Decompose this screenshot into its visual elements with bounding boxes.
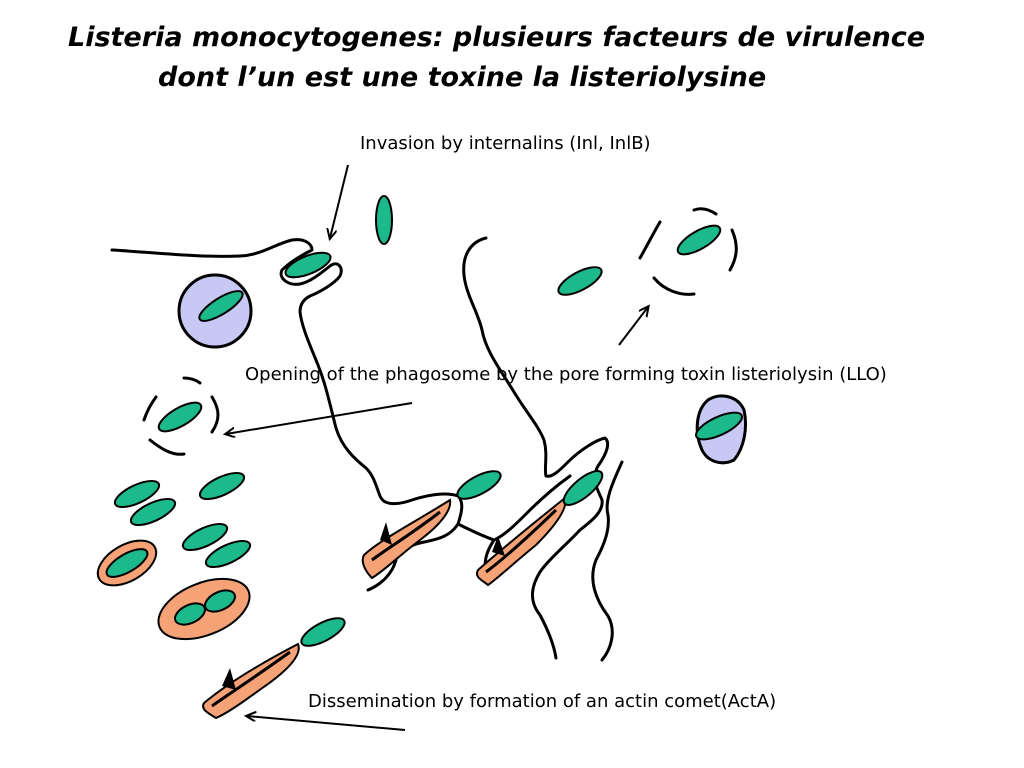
- actin-comet-2: [476, 470, 604, 587]
- slide-title: Listeria monocytogenes: plusieurs facteu…: [0, 18, 1024, 98]
- bacterium-cytoplasm-3: [198, 471, 246, 501]
- phagosome-lysed-left: [142, 376, 220, 456]
- cell-membrane-middle: [462, 236, 610, 660]
- arrow-phagosome-left: [226, 402, 413, 434]
- bacterium-cytoplasm-1: [113, 479, 161, 509]
- bacterium-free-1: [375, 195, 393, 245]
- arrow-invasion: [330, 164, 349, 238]
- dividing-cell-large: [157, 577, 251, 641]
- cell-membrane-lower-right: [366, 558, 398, 592]
- title-line-1: Listeria monocytogenes: plusieurs facteu…: [68, 22, 926, 53]
- vacuole-right: [695, 394, 748, 465]
- cell-membrane-protrusion-right: [456, 474, 572, 542]
- label-phagosome: Opening of the phagosome by the pore for…: [245, 364, 887, 385]
- label-dissemination: Dissemination by formation of an actin c…: [308, 691, 777, 712]
- bacterium-released-left: [157, 401, 203, 433]
- bacterium-cytoplasm-4: [181, 522, 229, 552]
- title-line-2: dont l’un est une toxine la listeriolysi…: [158, 62, 767, 93]
- bacterium-cytoplasm-5: [204, 539, 252, 569]
- cell-membrane-curve-right: [591, 460, 624, 662]
- label-invasion: Invasion by internalins (Inl, InlB): [360, 133, 651, 154]
- bacterium-free-2: [557, 266, 603, 296]
- actin-comet-1: [361, 470, 502, 580]
- phagosome-lysed-right: [638, 207, 738, 296]
- arrow-dissemination: [247, 716, 406, 731]
- phagosome-intact: [177, 273, 253, 349]
- bacterium-cytoplasm-2: [129, 497, 177, 527]
- arrow-phagosome-right: [618, 307, 648, 346]
- bacterium-released-right: [676, 224, 722, 256]
- bacterium-entering: [284, 251, 332, 279]
- dividing-cell-small: [96, 539, 158, 587]
- actin-comet-3: [202, 617, 346, 720]
